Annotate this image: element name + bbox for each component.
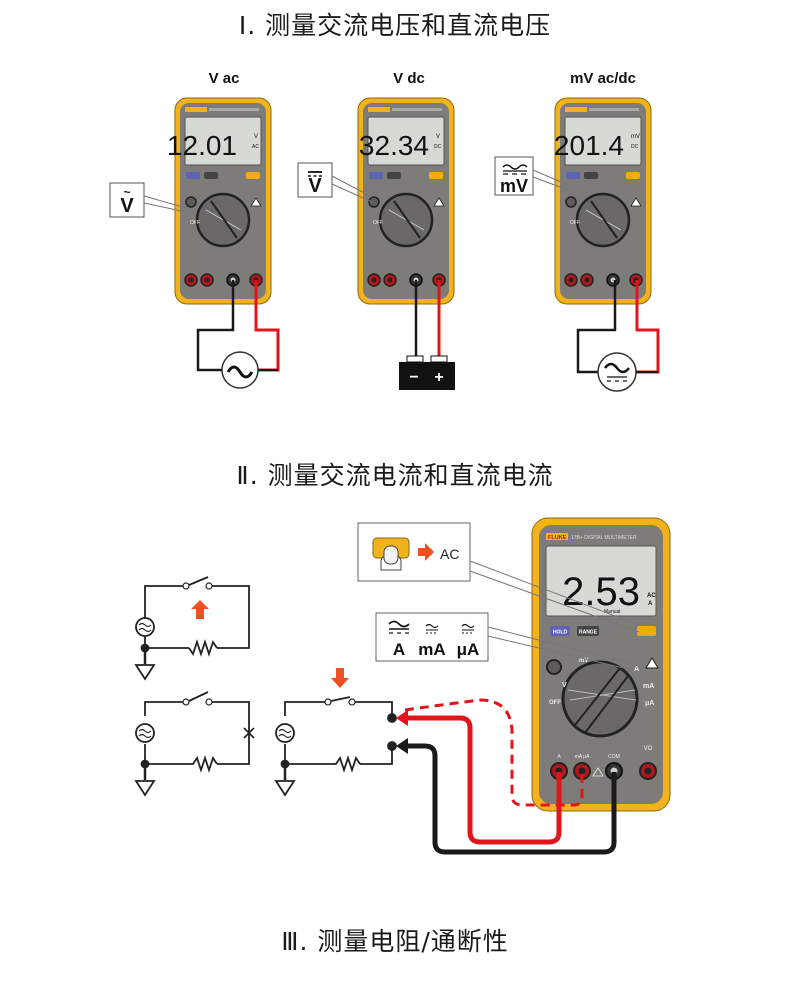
meter-vdc-unit-top: V xyxy=(436,134,440,140)
dial-v-label: V xyxy=(562,682,567,689)
meter-vac-display: 12.01 xyxy=(167,130,237,161)
callout-vac: V ~ xyxy=(109,182,187,218)
jack-a-label: A xyxy=(557,754,561,760)
circuit-broken xyxy=(134,691,255,797)
callout-vdc: V xyxy=(297,162,373,203)
hold-button[interactable] xyxy=(550,626,570,636)
meter-vdc-display: 32.34 xyxy=(359,130,429,161)
circuit-original xyxy=(134,576,250,681)
leads-vdc xyxy=(414,280,441,358)
meter-mv-unit-top: mV xyxy=(631,134,640,140)
black-lead-arrow-icon xyxy=(396,738,408,754)
section-title-voltage: Ⅰ. 测量交流电压和直流电压 xyxy=(238,11,552,40)
meter-current-sub: Manual xyxy=(604,609,620,615)
ac-source-icon xyxy=(221,351,259,389)
callout-mode-a: A xyxy=(393,640,405,659)
range-button[interactable] xyxy=(577,626,599,636)
meter-mv: 201.4 mV DC xyxy=(553,96,653,306)
callout-mode-ua: μA xyxy=(457,640,480,659)
battery-minus: − xyxy=(409,369,418,386)
callout-vdc-symbol: V xyxy=(308,175,322,197)
warning-icon xyxy=(645,657,659,669)
section-title-resistance: Ⅲ. 测量电阻/通断性 xyxy=(281,927,509,956)
meter-vdc: 32.34 V DC xyxy=(356,96,456,306)
arrow-right-icon xyxy=(418,543,434,561)
meter-current-display: 2.53 xyxy=(562,570,640,614)
arrow-up-icon xyxy=(191,600,209,619)
section-title-current: Ⅱ. 测量交流电流和直流电流 xyxy=(236,461,554,490)
meter-vdc-unit-bottom: DC xyxy=(434,144,442,150)
circuit-measure xyxy=(274,696,397,797)
dial-ma-label: mA xyxy=(643,683,654,690)
battery-plus: + xyxy=(434,369,443,386)
meter-current: FLUKE 17B+ DIGITAL MULTIMETER 2.53 AC A … xyxy=(531,517,671,812)
leads-mv xyxy=(576,280,660,374)
dial-off-label: OFF xyxy=(549,700,561,706)
callout-mv: mV xyxy=(494,156,569,196)
jack-ma-label: mA μA xyxy=(575,754,590,760)
dial-a-label: A xyxy=(634,666,639,673)
meter-vac-unit-top: V xyxy=(254,134,258,140)
callout-mv-symbol: mV xyxy=(500,176,528,196)
jack-com-label: COM xyxy=(608,754,620,760)
mode-label-mvacdc: mV ac/dc xyxy=(570,70,636,87)
mode-label-vac: V ac xyxy=(208,70,240,87)
meter-brand: FLUKE xyxy=(548,535,567,541)
meter-model: 17B+ DIGITAL MULTIMETER xyxy=(571,535,637,541)
range-button-label: RANGE xyxy=(579,630,598,636)
callout-ac-button: AC xyxy=(357,522,640,633)
jack-v-label: VΩ xyxy=(644,746,653,752)
meter-current-unit-bottom: A xyxy=(648,601,653,607)
mode-label-vdc: V dc xyxy=(393,70,425,87)
dial-ua-label: μA xyxy=(645,700,654,707)
red-lead-arrow-icon xyxy=(396,710,408,726)
callout-vac-symbol: V xyxy=(120,195,134,217)
yellow-ac-dc-button[interactable] xyxy=(637,626,656,636)
leads-vac xyxy=(196,280,280,372)
meter-mv-display: 201.4 xyxy=(554,130,624,161)
callout-mode-ma: mA xyxy=(418,640,445,659)
callout-vac-mark: ~ xyxy=(123,185,130,199)
leads-current xyxy=(396,698,617,855)
hold-button-label: HOLD xyxy=(553,630,568,636)
meter-vac: 12.01 V AC xyxy=(167,96,273,306)
callout-current-modes: A mA μA xyxy=(375,612,633,671)
meter-mv-unit-bottom: DC xyxy=(631,144,639,150)
dial-mv-label: mV xyxy=(579,658,588,664)
meter-vac-unit-bottom: AC xyxy=(252,144,259,150)
callout-ac-text: AC xyxy=(440,546,459,562)
ac-dc-source-icon xyxy=(597,352,637,392)
meter-current-unit-top: AC xyxy=(647,593,656,599)
arrow-down-icon xyxy=(331,668,349,688)
battery-icon: − + xyxy=(399,355,455,390)
